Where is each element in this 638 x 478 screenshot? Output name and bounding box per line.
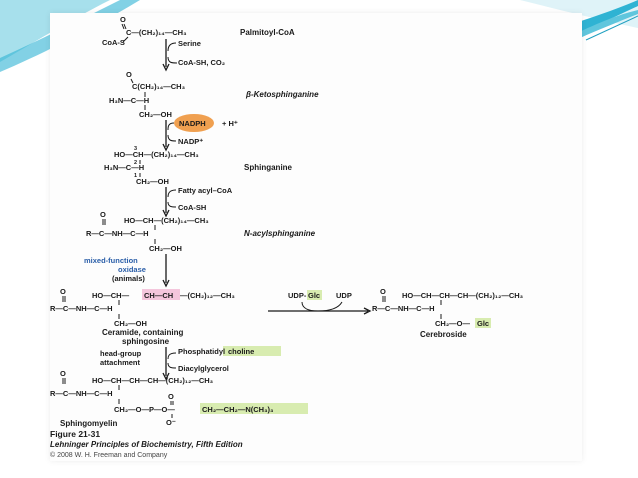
fatty-acyl-coa-label: Fatty acyl–CoA	[178, 186, 233, 195]
phosphatidyl-label: Phosphatidyl	[178, 347, 225, 356]
figure-caption: Figure 21-31 Lehninger Principles of Bio…	[50, 429, 243, 459]
keto-row3: CH₂—OH	[139, 110, 172, 119]
ceramide-name-line2: sphingosine	[122, 337, 170, 346]
step-nadph: NADPH + H⁺ NADP⁺	[162, 114, 238, 152]
carbonyl-o: O	[120, 15, 126, 24]
cerebroside-glc-highlight	[475, 318, 491, 328]
ceramide-double-bond-highlight	[142, 289, 180, 300]
step-head-group: Phosphatidyl choline Diacylglycerol head…	[100, 346, 281, 381]
palmitoyl-row2: CoA-S	[102, 38, 125, 47]
n-acylsphinganine-name: N-acylsphinganine	[244, 229, 316, 238]
coash-label: CoA-SH	[178, 203, 206, 212]
sphinganine-row1: HO—CH—(CH₂)₁₄—CH₃	[114, 150, 199, 159]
step-fatty-acyl: Fatty acyl–CoA CoA-SH	[162, 186, 233, 218]
cerebroside-name: Cerebroside	[420, 330, 467, 339]
cerebroside-row3-a: CH₂—O—	[435, 319, 470, 328]
step-udp-glc: UDP- Glc UDP	[268, 290, 372, 315]
palmitoyl-coa-name: Palmitoyl-CoA	[240, 28, 295, 37]
ketosphinganine-name: β-Ketosphinganine	[245, 90, 319, 99]
choline-headgroup-highlight	[200, 403, 308, 414]
headgroup-line1: head-group	[100, 349, 142, 358]
cerebroside: O HO—CH—CH—CH—(CH₂)₁₂—CH₃ R—C—NH—C—H CH₂…	[372, 287, 524, 339]
svg-text:3: 3	[134, 146, 137, 152]
keto-row1: C(CH₂)₁₄—CH₃	[132, 82, 186, 91]
choline-label: choline	[228, 347, 254, 356]
choline-highlight	[223, 346, 281, 356]
sphinganine-name: Sphinganine	[244, 163, 293, 172]
sm-row1: HO—CH—CH—CH—(CH₂)₁₂—CH₃	[92, 376, 214, 385]
cerebroside-o: O	[380, 287, 386, 296]
h-plus-label: + H⁺	[222, 119, 238, 128]
ceramide-row1-b: CH—CH	[144, 291, 173, 300]
sm-o: O	[60, 369, 66, 378]
sm-p-o: O	[168, 392, 174, 401]
palmitoyl-row1: C—(CH₂)₁₄—CH₃	[126, 28, 187, 37]
ketosphinganine: O C(CH₂)₁₄—CH₃ H₃N—C—H CH₂—OH β-Ketosphi…	[109, 70, 319, 119]
cerebroside-row1: HO—CH—CH—CH—(CH₂)₁₂—CH₃	[402, 291, 524, 300]
figure-number: Figure 21-31	[50, 429, 100, 439]
udp-glc-label-b: Glc	[308, 291, 320, 300]
sphingolipid-pathway-diagram: O C—(CH₂)₁₄—CH₃ CoA-S Palmitoyl-CoA Seri…	[50, 15, 524, 459]
udp-glc-highlight	[307, 290, 322, 300]
coash-co2-label: CoA-SH, CO₂	[178, 58, 225, 67]
sm-row3-b: CH₂—CH₂—N(CH₃)₃	[202, 405, 274, 414]
diacylglycerol-label: Diacylglycerol	[178, 364, 229, 373]
enzyme-line1: mixed-function	[84, 256, 138, 265]
copyright: © 2008 W. H. Freeman and Company	[50, 451, 168, 459]
ceramide-row2: R—C—NH—C—H	[50, 304, 113, 313]
ceramide-row1-a: HO—CH—	[92, 291, 130, 300]
nadph-label: NADPH	[179, 119, 206, 128]
sm-o-minus: O⁻	[166, 418, 176, 427]
ceramide-row3: CH₂—OH	[114, 319, 147, 328]
sphinganine-row2: H₃N—C—H	[104, 163, 144, 172]
cerebroside-row3-b: Glc	[477, 319, 489, 328]
enzyme-line2: oxidase	[118, 265, 146, 274]
cerebroside-row2: R—C—NH—C—H	[372, 304, 435, 313]
keto-o: O	[126, 70, 132, 79]
sphinganine: 3 HO—CH—(CH₂)₁₄—CH₃ 2 H₃N—C—H 1 CH₂—OH S…	[104, 146, 293, 186]
ceramide-row1-c: —(CH₂)₁₂—CH₃	[180, 291, 235, 300]
palmitoyl-coa: O C—(CH₂)₁₄—CH₃ CoA-S Palmitoyl-CoA	[102, 15, 295, 47]
pathway-figure: O C—(CH₂)₁₄—CH₃ CoA-S Palmitoyl-CoA Seri…	[50, 13, 582, 461]
sphingomyelin: O HO—CH—CH—CH—(CH₂)₁₂—CH₃ R—C—NH—C—H O C…	[50, 369, 308, 428]
ceramide-o: O	[60, 287, 66, 296]
serine-label: Serine	[178, 39, 201, 48]
acyl-row3: CH₂—OH	[149, 244, 182, 253]
acyl-row2: R—C—NH—C—H	[86, 229, 149, 238]
sphingomyelin-name: Sphingomyelin	[60, 419, 117, 428]
keto-row2: H₃N—C—H	[109, 96, 149, 105]
nadp-label: NADP⁺	[178, 137, 203, 146]
book-title: Lehninger Principles of Biochemistry, Fi…	[50, 440, 243, 449]
nadph-highlight	[174, 114, 214, 132]
step-oxidase: mixed-function oxidase (animals)	[84, 254, 170, 288]
sm-row2: R—C—NH—C—H	[50, 389, 113, 398]
acyl-row1: HO—CH—(CH₂)₁₄—CH₃	[124, 216, 209, 225]
udp-glc-label-a: UDP-	[288, 291, 307, 300]
svg-text:2: 2	[134, 160, 137, 166]
acyl-o: O	[100, 210, 106, 219]
n-acylsphinganine: O HO—CH—(CH₂)₁₄—CH₃ R—C—NH—C—H CH₂—OH N-…	[86, 210, 316, 253]
ceramide-name-line1: Ceramide, containing	[102, 328, 183, 337]
enzyme-line3: (animals)	[112, 274, 145, 283]
headgroup-line2: attachment	[100, 358, 141, 367]
sm-row3-a: CH₂—O—P—O—	[114, 405, 175, 414]
ceramide: O HO—CH— CH—CH —(CH₂)₁₂—CH₃ R—C—NH—C—H C…	[50, 287, 235, 346]
udp-label: UDP	[336, 291, 352, 300]
sphinganine-row3: CH₂—OH	[136, 177, 169, 186]
step-serine: Serine CoA-SH, CO₂	[162, 39, 225, 72]
svg-text:1: 1	[134, 173, 137, 179]
